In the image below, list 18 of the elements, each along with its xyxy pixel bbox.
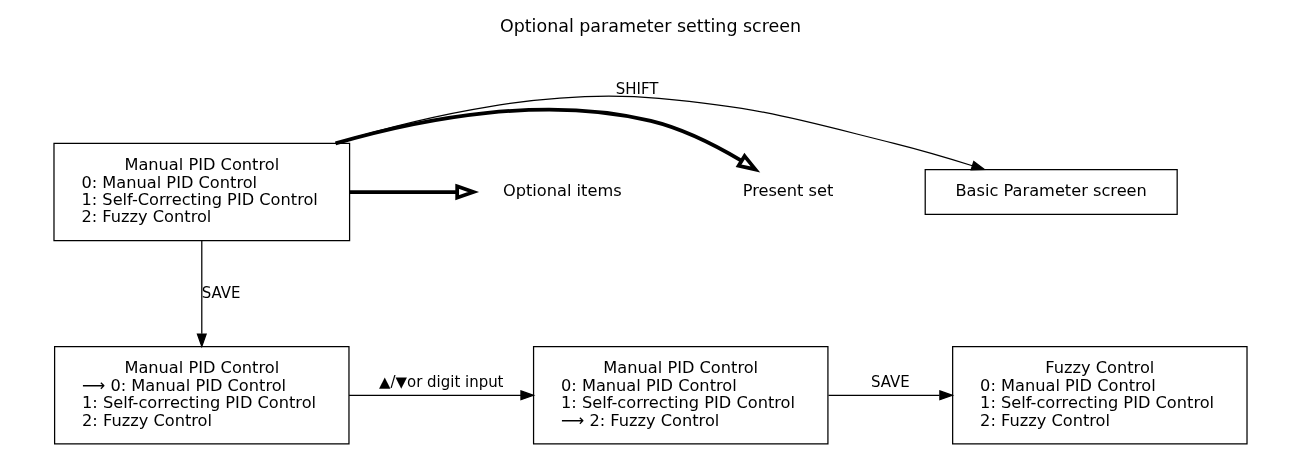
node-box: Manual PID Control 0: Manual PID Control 1: Self-correcting PID Control ⟶ 2: Fuzzy Control	[532, 346, 829, 445]
node-text: Present set	[742, 181, 834, 201]
arrow	[349, 183, 480, 201]
arrow	[335, 107, 761, 173]
edge-label: SHIFT	[615, 80, 659, 99]
edge-label: SAVE	[201, 283, 241, 302]
arrow	[196, 240, 208, 349]
arrow	[348, 390, 536, 401]
arrow	[827, 390, 955, 401]
diagram-title: Optional parameter setting screen	[499, 15, 802, 36]
edge-label: ▲/▼or digit input	[379, 373, 504, 392]
node-text: Optional items	[502, 181, 622, 201]
node-box: Fuzzy Control 0: Manual PID Control 1: Self-correcting PID Control 2: Fuzzy Control	[952, 346, 1248, 445]
node-box: Manual PID Control ⟶ 0: Manual PID Control 1: Self-correcting PID Control 2: Fuzzy Control	[54, 346, 350, 445]
node-box: Manual PID Control 0: Manual PID Control 1: Self-Correcting PID Control 2: Fuzzy Control	[53, 142, 351, 242]
arrow	[334, 95, 987, 171]
node-box: Basic Parameter screen	[924, 168, 1178, 216]
edge-label: SAVE	[870, 373, 910, 392]
